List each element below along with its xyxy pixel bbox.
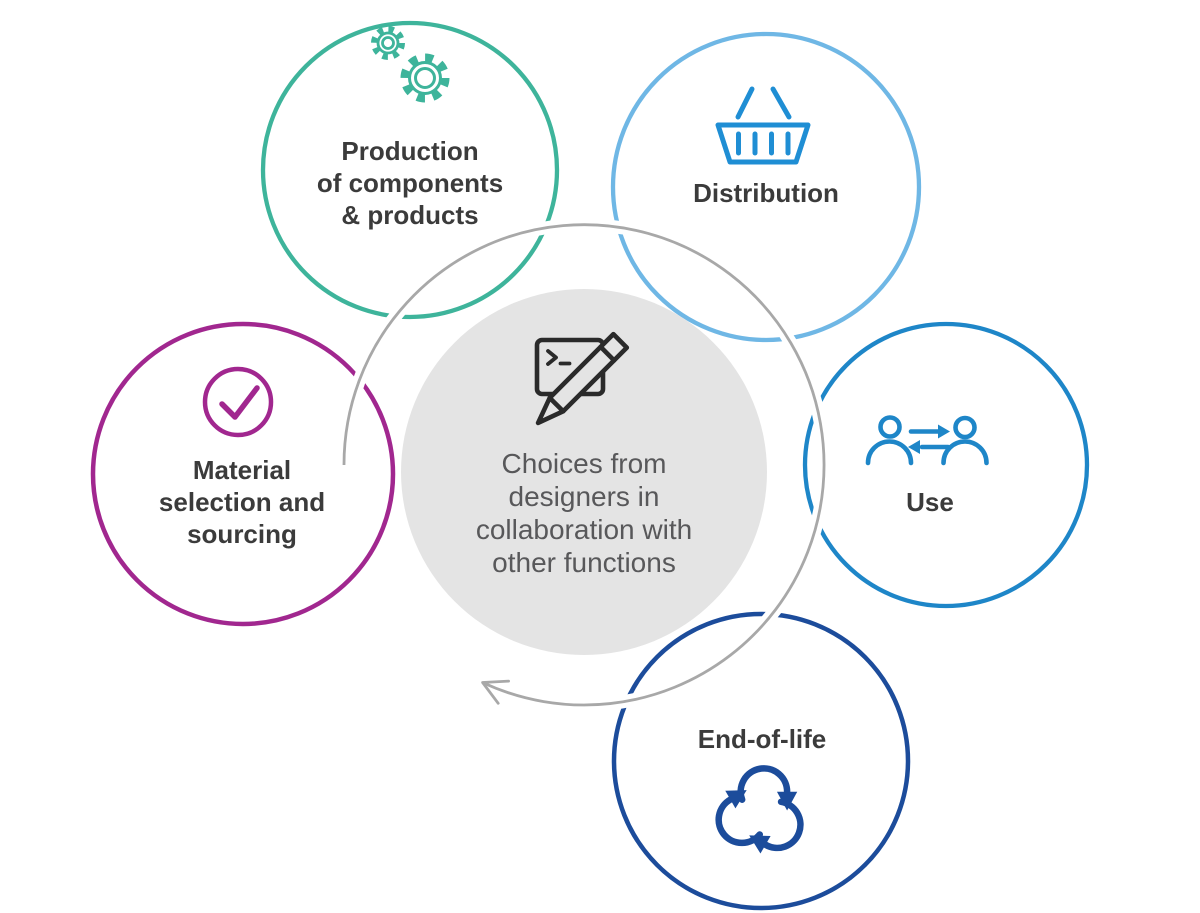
center-hub-label-line: other functions xyxy=(492,547,676,578)
center-hub-label-line: Choices from xyxy=(501,448,667,479)
loop-arrow-arc xyxy=(342,223,826,707)
use-label: Use xyxy=(906,486,954,518)
material-label-line: sourcing xyxy=(187,519,297,549)
production-ring xyxy=(260,20,560,320)
distribution-label: Distribution xyxy=(693,177,839,209)
center-hub-circle xyxy=(401,289,767,655)
pencil xyxy=(535,331,630,426)
distribution-ring xyxy=(610,31,922,343)
recycle-icon xyxy=(715,765,804,854)
center-hub-label-line: collaboration with xyxy=(475,514,693,545)
production-label: Production of components & products xyxy=(317,135,503,231)
production-label-line: of components xyxy=(316,168,504,198)
material-label-line: selection and xyxy=(158,487,326,517)
end-of-life-label-line: End-of-life xyxy=(697,724,827,754)
large-gear xyxy=(400,53,450,103)
loop-arrowhead-icon xyxy=(481,679,510,705)
production-label-line: & products xyxy=(341,200,479,230)
pencil-terminal-icon xyxy=(534,331,630,426)
end-of-life-ring xyxy=(611,611,911,911)
material-label: Material selection and sourcing xyxy=(159,454,325,550)
gears-icon xyxy=(371,26,450,103)
material-ring xyxy=(90,321,396,627)
arrow-left-head xyxy=(908,440,920,454)
arrow-right-head xyxy=(938,424,950,439)
production-label-line: Production xyxy=(341,136,479,166)
shopping-basket-icon xyxy=(715,86,811,165)
small-gear xyxy=(371,26,405,60)
use-label-line: Use xyxy=(906,487,954,517)
distribution-label-line: Distribution xyxy=(693,178,839,208)
prompt-chevron xyxy=(546,349,558,366)
people-exchange-icon xyxy=(865,415,989,466)
material-label-line: Material xyxy=(192,455,292,485)
use-ring xyxy=(802,321,1090,609)
checkmark-circle-icon xyxy=(202,366,274,438)
end-of-life-label: End-of-life xyxy=(698,723,827,755)
center-hub-label-line: designers in xyxy=(508,481,660,512)
center-hub-label: Choices from designers in collaboration … xyxy=(476,447,692,579)
